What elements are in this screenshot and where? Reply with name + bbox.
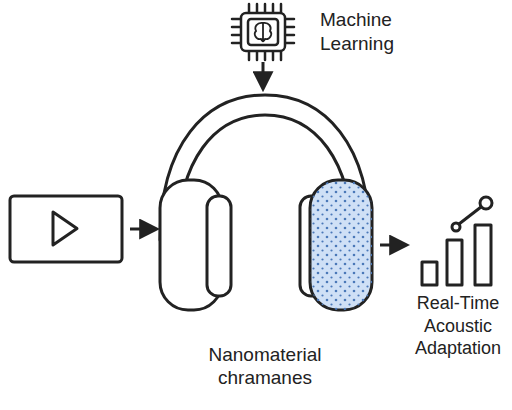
ml-node: Machine Learning [232, 2, 424, 62]
node-label: Real-Time Acoustic Adaptation [407, 292, 509, 360]
headphones-illustration [160, 95, 372, 310]
node-label: Machine Learning [320, 8, 424, 56]
flow-arrow [262, 62, 265, 88]
headphones-node: Nanomaterial chramanes [150, 88, 380, 394]
output-node: Real-Time Acoustic Adaptation [406, 196, 510, 396]
input-arrow [130, 228, 156, 231]
flow-arrow [380, 244, 406, 247]
node-label: Nanomaterial chramanes [190, 343, 340, 391]
video-player-icon [10, 196, 122, 262]
chip-icon [232, 4, 294, 60]
bar-chart-icon [422, 197, 492, 285]
